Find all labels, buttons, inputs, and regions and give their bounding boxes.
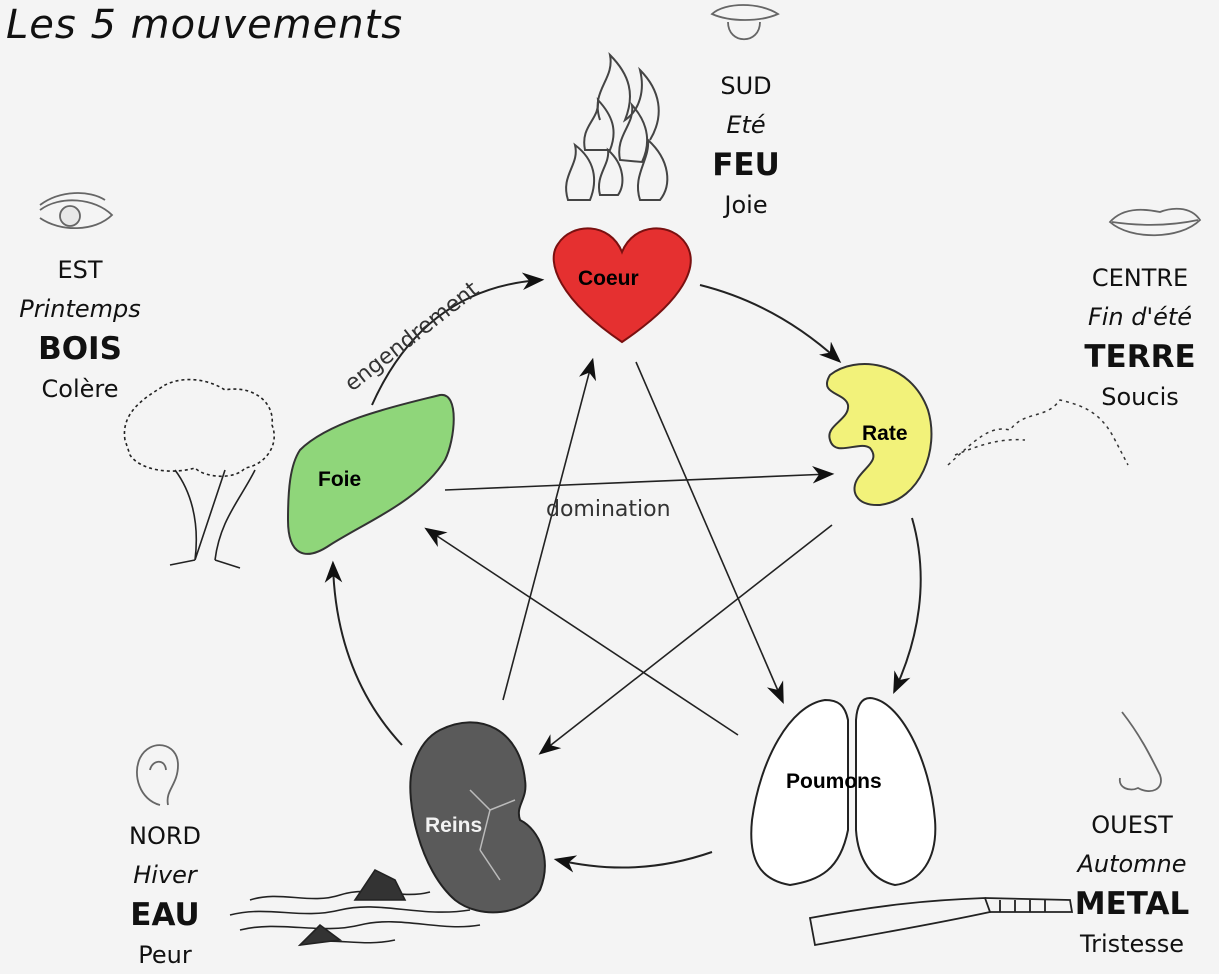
eye-icon	[39, 192, 114, 230]
mountain-illustration	[947, 399, 1129, 466]
element-block-feu: SUD Eté FEU Joie	[651, 66, 841, 224]
element-label: TERRE	[1084, 339, 1196, 375]
tongue-icon	[710, 4, 780, 40]
arrow-coeur-to-rate	[699, 284, 842, 363]
arrow-reins-to-coeur	[502, 357, 597, 701]
arrow-foie-to-rate	[444, 465, 835, 491]
page-title: Les 5 mouvements	[6, 2, 404, 48]
arrow-foie-to-coeur	[371, 272, 545, 406]
element-label: BOIS	[38, 331, 122, 367]
kidney-organ: Reins	[409, 721, 546, 914]
lungs-organ: Poumons	[750, 696, 937, 887]
organ-label-poumons: Poumons	[786, 770, 882, 793]
direction-label: EST	[57, 256, 103, 284]
season-label: Eté	[726, 111, 766, 139]
season-label: Hiver	[133, 861, 197, 889]
arrow-rate-to-reins	[538, 524, 833, 755]
emotion-label: Tristesse	[1079, 930, 1185, 958]
machete-illustration	[808, 897, 1074, 947]
season-label: Automne	[1077, 850, 1187, 878]
element-block-eau: NORD Hiver EAU Peur	[70, 816, 260, 974]
element-label: FEU	[712, 147, 780, 183]
emotion-label: Soucis	[1101, 383, 1179, 411]
mouth-icon	[1108, 207, 1202, 237]
liver-organ: Foie	[286, 393, 455, 555]
ear-icon	[136, 744, 179, 806]
arrow-poumons-to-reins	[553, 851, 713, 873]
direction-label: OUEST	[1091, 811, 1173, 839]
element-block-metal: OUEST Automne METAL Tristesse	[1045, 805, 1219, 963]
generation-cycle	[324, 272, 922, 873]
arrow-poumons-to-foie	[424, 527, 739, 736]
direction-label: SUD	[720, 72, 772, 100]
heart-organ: Coeur	[552, 227, 692, 344]
emotion-label: Joie	[724, 191, 768, 219]
spleen-organ: Rate	[826, 363, 933, 507]
fire-illustration	[565, 51, 669, 201]
label-engendrement: engendrement	[340, 277, 484, 397]
emotion-label: Colère	[41, 375, 119, 403]
season-label: Printemps	[19, 295, 141, 323]
emotion-label: Peur	[138, 941, 192, 969]
element-label: METAL	[1074, 886, 1190, 922]
direction-label: CENTRE	[1091, 264, 1189, 292]
season-label: Fin d'été	[1087, 303, 1193, 331]
arrow-rate-to-poumons	[893, 517, 922, 694]
arrow-reins-to-foie	[324, 560, 403, 746]
nose-icon	[1118, 711, 1162, 792]
element-block-terre: CENTRE Fin d'été TERRE Soucis	[1055, 258, 1219, 416]
water-illustration	[229, 868, 481, 947]
organ-label-foie: Foie	[318, 468, 361, 491]
organ-label-coeur: Coeur	[578, 267, 639, 290]
domination-cycle	[424, 357, 835, 755]
organ-label-rate: Rate	[862, 422, 908, 445]
element-block-bois: EST Printemps BOIS Colère	[0, 250, 175, 408]
tree-illustration	[123, 378, 275, 569]
direction-label: NORD	[129, 822, 201, 850]
arrow-coeur-to-poumons	[635, 361, 784, 705]
label-domination: domination	[546, 497, 671, 522]
organ-label-reins: Reins	[425, 814, 482, 837]
element-label: EAU	[130, 897, 200, 933]
